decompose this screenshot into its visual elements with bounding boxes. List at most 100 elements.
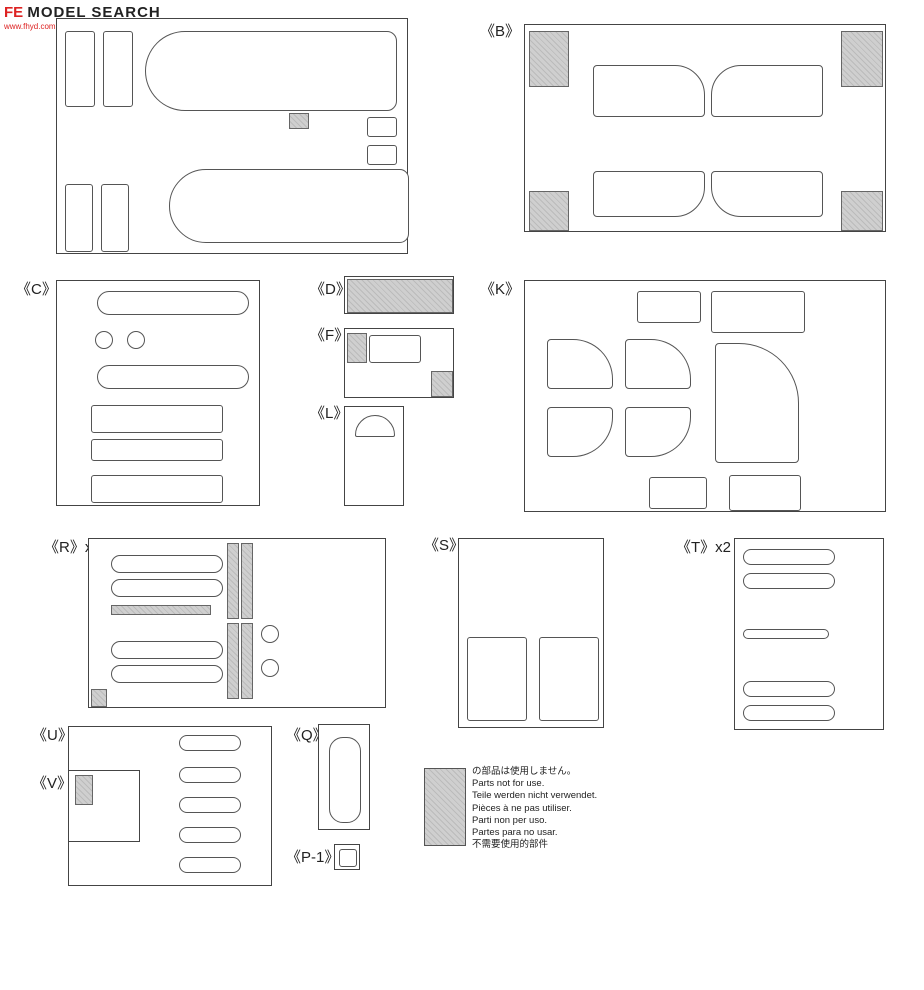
watermark-logo: FE MODEL SEARCH [4,4,161,21]
part-k9 [637,291,701,323]
sprue-d [344,276,454,314]
part-r-tank-9a [111,555,223,573]
part-u-missile-4 [179,827,241,843]
part-fuselage-upper [145,31,397,111]
part-intake-1 [65,31,95,107]
sprue-label-s: 《S》 [424,537,465,554]
part-wheel-2 [127,331,145,349]
sprue-a [56,18,409,254]
part-wing-lower-left [593,171,705,217]
logo-part-b: MODEL SEARCH [27,4,161,21]
unused-part-v3 [75,775,93,805]
part-k44 [729,475,801,511]
part-t-pod-11b [743,705,835,721]
part-r-tank-29a [111,641,223,659]
legend-line-de: Teile werden nicht verwendet. [472,790,598,802]
unused-part-a13 [289,113,309,129]
sprue-u [68,726,272,886]
part-k-tail-17 [715,343,799,463]
part-fuel-tank-c12 [97,365,249,389]
sprue-label-t: 《T》x2 [676,539,732,556]
part-c13 [91,405,223,433]
sprue-r [88,538,386,708]
part-p1-wheels [339,849,357,867]
part-k12 [711,291,805,333]
unused-part-b20 [841,191,883,231]
part-fuselage-lower [169,169,409,243]
sprue-s [458,538,604,728]
part-t-missile-9 [743,629,829,639]
part-k43 [649,477,707,509]
sprue-q [318,724,370,830]
sprue-v [68,770,140,842]
sprue-label-d: 《D》 [310,281,351,298]
part-c15 [91,475,223,503]
sprue-l [344,406,404,506]
legend-line-it: Parti non per uso. [472,814,547,826]
sprue-label-k: 《K》 [480,281,521,298]
part-u-missile-3 [179,797,241,813]
unused-part-b9 [841,31,883,87]
unused-part-b12 [529,191,569,231]
legend-line-ja: の部品は使用しません。 [472,766,577,777]
legend-line-en: Parts not for use. [472,778,545,790]
part-r-tank-9b [111,579,223,597]
part-t-pod-11a [743,681,835,697]
sprue-label-v: 《V》 [32,775,73,792]
part-l1 [355,415,395,437]
part-a16 [367,117,397,137]
sprue-t [734,538,884,730]
part-wing-lower-right [711,171,823,217]
unused-part-r13 [241,543,253,619]
unused-part-r1 [91,689,107,707]
part-t-pod-6b [743,573,835,589]
part-s11-pylon [539,637,599,721]
part-r-tank-29b [111,665,223,683]
sprue-label-l: 《L》 [310,405,349,422]
part-intake-18 [65,184,93,252]
unused-part-r33 [227,623,239,699]
part-r-wheel-35 [261,625,279,643]
unused-part-b1 [529,31,569,87]
unused-part-r34 [241,623,253,699]
part-f-cockpit [369,335,421,363]
sprue-label-q: 《Q》 [286,727,328,744]
part-k-fin-28 [547,407,613,457]
logo-url: www.fhyd.com [4,22,56,31]
logo-part-a: FE [4,4,24,21]
part-c14 [91,439,223,461]
legend-line-zh: 不需要使用的部件 [472,839,549,851]
sprue-f [344,328,454,398]
part-intake-19 [101,184,129,252]
part-wing-upper-left [593,65,705,117]
unused-part-r10 [111,605,211,615]
part-u-missile-1 [179,735,241,751]
part-k-fin-31 [625,407,691,457]
sprue-label-p1: 《P-1》 [286,849,340,866]
sprue-label-u: 《U》 [32,727,73,744]
legend-line-es: Partes para no usar. [472,827,558,839]
unused-part-r12 [227,543,239,619]
sprue-c [56,280,260,506]
unused-part-d [347,279,453,313]
part-r-wheel-38 [261,659,279,677]
sprue-label-r: 《R》x2 [44,539,101,556]
part-u-missile-5 [179,857,241,873]
sprue-label-c: 《C》 [16,281,57,298]
sprue-label-f: 《F》 [310,327,350,344]
part-s9-pylon [467,637,527,721]
sprue-label-b: 《B》 [480,23,521,40]
legend-line-fr: Pièces à ne pas utiliser. [472,802,572,814]
part-intake-2 [103,31,133,107]
part-fuel-tank-c5 [97,291,249,315]
unused-part-f1 [347,333,367,363]
part-k-fin-16 [625,339,691,389]
sprue-b [524,24,886,232]
unused-part-f12 [431,371,453,397]
part-wheel-1 [95,331,113,349]
part-t-pod-6a [743,549,835,565]
part-a17 [367,145,397,165]
part-u-missile-2 [179,767,241,783]
part-q-canopy [329,737,361,823]
sprue-p1 [334,844,360,870]
